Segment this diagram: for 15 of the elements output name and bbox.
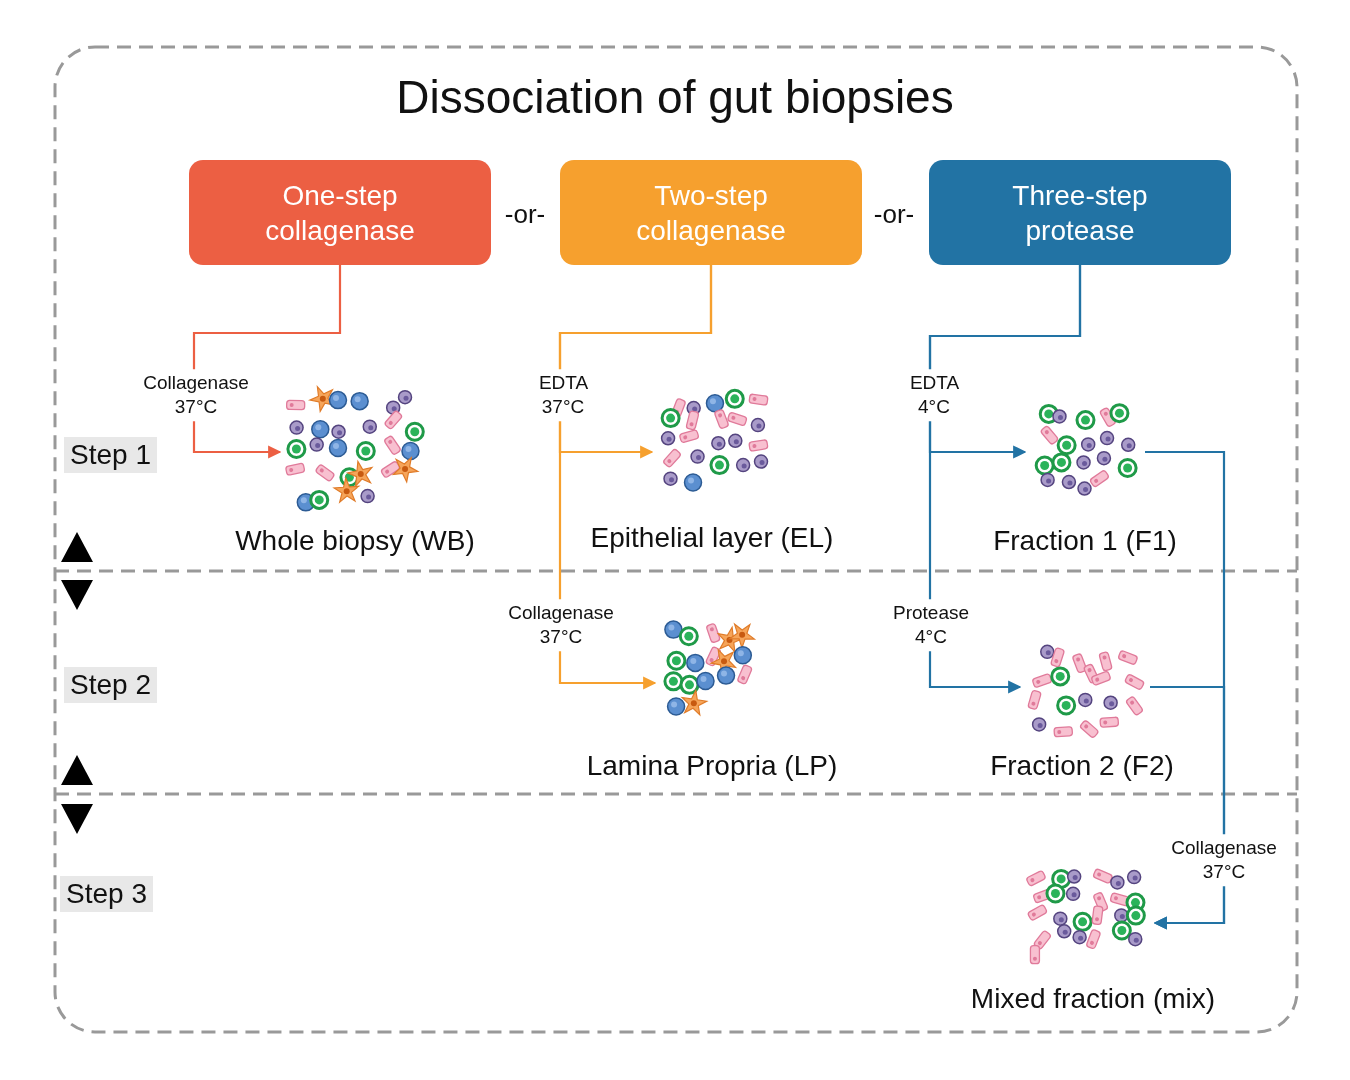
step-label: Step 1 [64, 437, 157, 473]
step-label: Step 2 [64, 667, 157, 703]
fraction-caption: Lamina Propria (LP) [586, 750, 838, 782]
or-label: -or- [504, 198, 546, 230]
fraction-caption: Mixed fraction (mix) [970, 983, 1216, 1015]
fraction-caption: Fraction 1 (F1) [993, 525, 1177, 557]
fraction-caption: Whole biopsy (WB) [235, 525, 475, 557]
fraction-caption: Epithelial layer (EL) [590, 522, 834, 554]
diagram-title: Dissociation of gut biopsies [395, 70, 955, 124]
method-box: Three-step protease [929, 160, 1231, 265]
method-box: Two-step collagenase [560, 160, 862, 265]
fraction-caption: Fraction 2 (F2) [990, 750, 1174, 782]
step-label: Step 3 [60, 876, 153, 912]
or-label: -or- [873, 198, 915, 230]
method-box: One-step collagenase [189, 160, 491, 265]
